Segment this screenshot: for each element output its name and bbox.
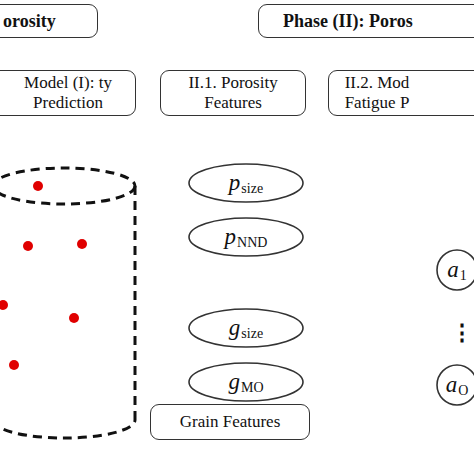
feature-ellipse: gsize: [188, 308, 304, 348]
circle-outline: [437, 365, 474, 405]
feature-ellipse: pNND: [188, 217, 304, 257]
process-box: Model (I): ty Prediction: [0, 70, 136, 116]
process-box: II.1. Porosity Features: [160, 70, 306, 116]
box-label: Phase (II): Poros: [283, 11, 413, 31]
pore-dot: [33, 181, 43, 191]
pore-dot: [69, 313, 79, 323]
process-box: II.2. Mod Fatigue P: [328, 70, 474, 116]
ellipse-outline: [189, 363, 303, 401]
process-box: orosity: [0, 4, 98, 38]
pore-dot: [77, 239, 87, 249]
box-label: orosity: [3, 11, 56, 31]
symbol-group: pNND: [188, 217, 304, 257]
feature-ellipse: psize: [188, 163, 304, 203]
node-circle: aO: [436, 364, 474, 406]
symbol-group: gsize: [188, 308, 304, 348]
symbol-subscript: MO: [241, 380, 264, 396]
symbol-main: p: [229, 170, 241, 196]
symbol-subscript: O: [458, 383, 468, 399]
node-circle: a1: [436, 249, 474, 291]
symbol-group: a1: [436, 249, 474, 291]
symbol-subscript: NND: [237, 235, 267, 251]
ellipse-outline: [189, 309, 303, 347]
symbol-main: g: [229, 315, 241, 341]
cylinder-bottom: [0, 420, 135, 438]
process-box: Grain Features: [150, 404, 310, 440]
box-label: Grain Features: [180, 412, 281, 432]
ellipse-outline: [189, 164, 303, 202]
symbol-main: p: [225, 224, 237, 250]
symbol-main: g: [228, 369, 240, 395]
process-box: Phase (II): Poros: [258, 4, 474, 38]
symbol-group: aO: [436, 364, 474, 406]
symbol-group: gMO: [188, 362, 304, 402]
feature-ellipse: gMO: [188, 362, 304, 402]
symbol-main: a: [446, 372, 458, 398]
cylinder-side: [134, 186, 137, 420]
box-label: Model (I): ty Prediction: [23, 73, 114, 113]
pore-dot: [9, 360, 19, 370]
symbol-main: a: [447, 257, 459, 283]
symbol-subscript: 1: [460, 268, 467, 284]
pore-dot: [23, 241, 33, 251]
ellipsis-mark: ⋮: [451, 322, 473, 344]
ellipse-outline: [189, 218, 303, 256]
circle-outline: [437, 250, 474, 290]
box-label: II.2. Mod Fatigue P: [343, 73, 411, 113]
box-label: II.1. Porosity Features: [187, 73, 280, 113]
cylinder-top: [0, 168, 135, 204]
pore-dot: [0, 300, 8, 310]
symbol-subscript: size: [241, 181, 263, 197]
symbol-subscript: size: [241, 326, 263, 342]
symbol-group: psize: [188, 163, 304, 203]
